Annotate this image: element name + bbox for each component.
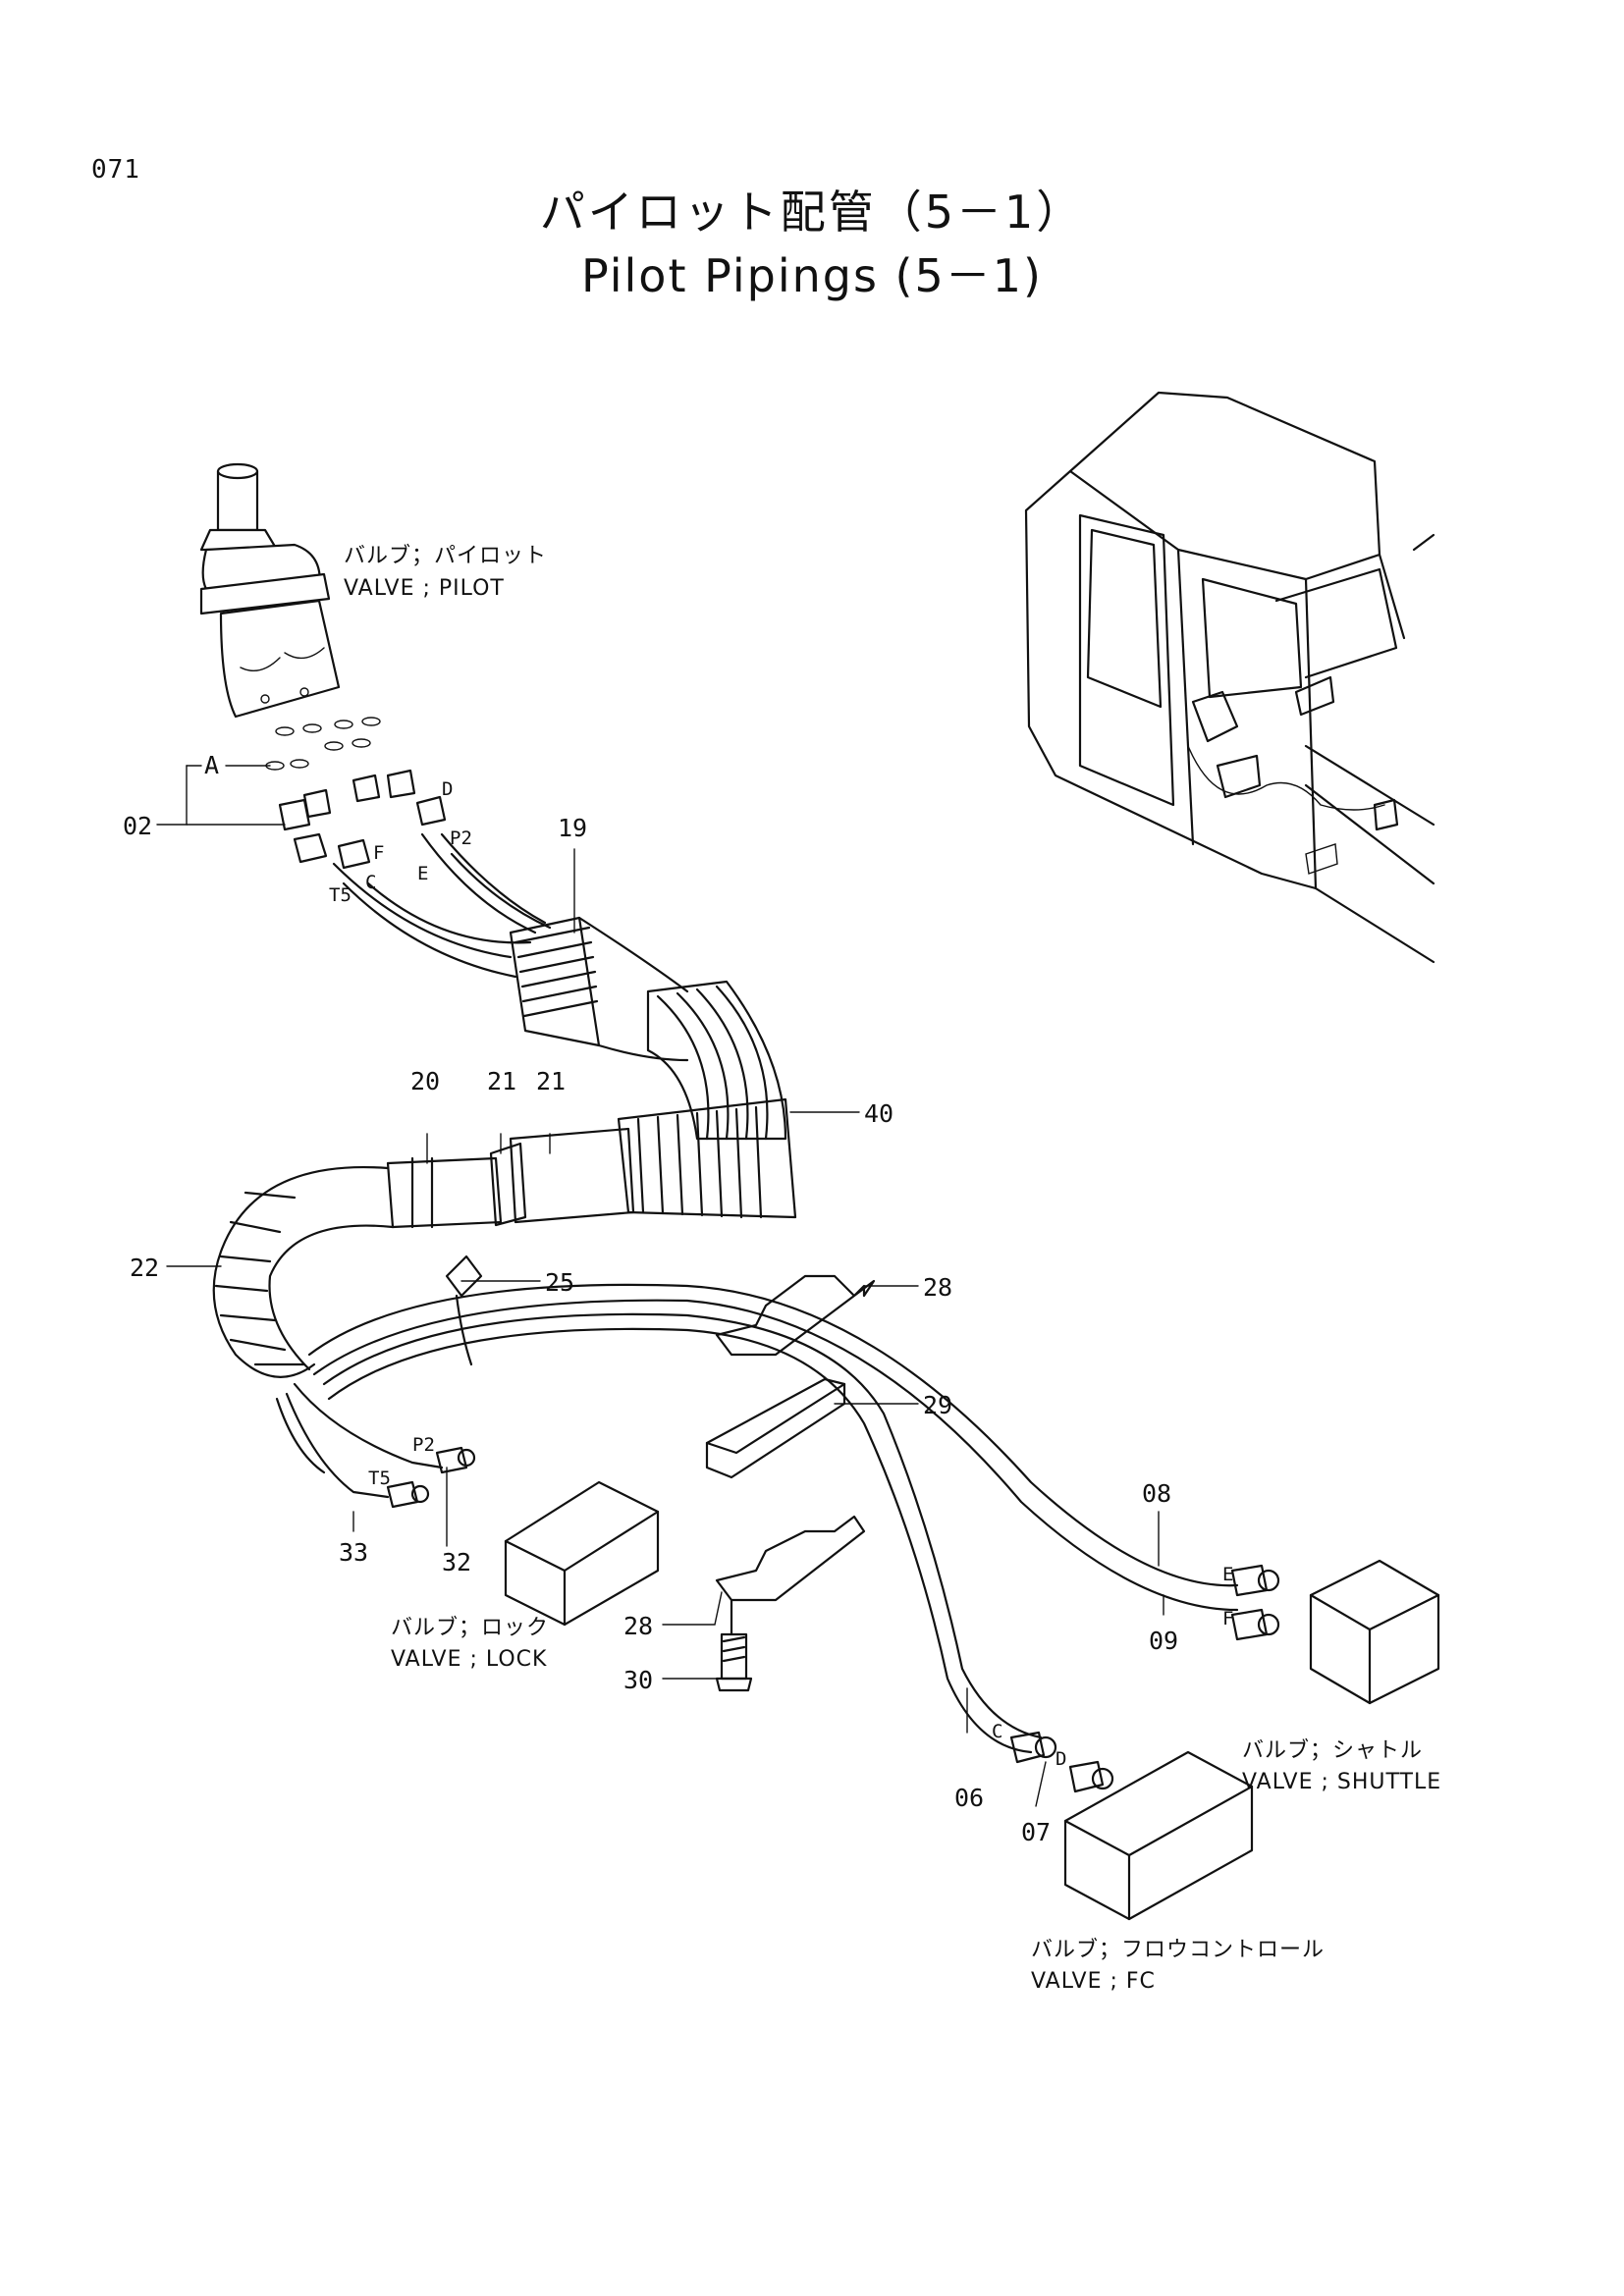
- caption-lock-en: VALVE ; LOCK: [391, 1647, 547, 1672]
- callout-A: A: [204, 751, 219, 779]
- bolt: [715, 1598, 753, 1692]
- fittings-fc: [1009, 1731, 1114, 1793]
- fc-valve-block: [1063, 1750, 1254, 1921]
- port-E-right: E: [1222, 1564, 1233, 1585]
- port-C-lower: C: [992, 1721, 1002, 1742]
- port-P2-lower: P2: [412, 1434, 435, 1456]
- callout-32: 32: [442, 1548, 471, 1576]
- port-labels: D P2 F E C T5 P2 T5 E F C D: [329, 778, 1233, 1770]
- port-P2: P2: [450, 828, 472, 849]
- adapter-fittings: [278, 769, 447, 870]
- callout-22: 22: [130, 1254, 159, 1282]
- callout-28-upper: 28: [923, 1273, 952, 1302]
- caption-pilot-jp: バルブ；パイロット: [344, 544, 547, 568]
- callout-21a: 21: [487, 1067, 516, 1095]
- port-E: E: [417, 863, 428, 884]
- clamp-upper: [715, 1274, 876, 1357]
- title-english: Pilot Pipings (5－1): [581, 249, 1043, 302]
- callout-07: 07: [1021, 1818, 1051, 1846]
- shuttle-valve-block: [1309, 1559, 1440, 1705]
- o-rings: [265, 717, 381, 771]
- caption-pilot-en: VALVE ; PILOT: [344, 576, 505, 601]
- callout-02: 02: [123, 812, 152, 840]
- cab-illustration: [1024, 391, 1435, 964]
- hose-bundle-lower: [275, 1283, 1239, 1754]
- callout-33: 33: [339, 1538, 368, 1567]
- callout-08: 08: [1142, 1479, 1171, 1508]
- spiral-wrap: [212, 1166, 395, 1378]
- caption-shuttle-jp: バルブ；シャトル: [1242, 1738, 1423, 1763]
- page-number: 071: [91, 155, 140, 185]
- callout-40: 40: [864, 1099, 893, 1128]
- port-D: D: [442, 778, 453, 800]
- callout-21b: 21: [536, 1067, 566, 1095]
- port-F: F: [373, 842, 384, 864]
- fittings-shuttle: [1230, 1564, 1280, 1641]
- port-T5: T5: [329, 884, 352, 906]
- lock-valve-block: [504, 1480, 660, 1627]
- caption-lock-jp: バルブ；ロック: [391, 1616, 549, 1640]
- callout-09: 09: [1149, 1627, 1178, 1655]
- port-D-lower: D: [1056, 1748, 1066, 1770]
- clip-25: [445, 1255, 483, 1366]
- clamp-lower: [715, 1515, 866, 1602]
- leader-lines: [156, 765, 1164, 1807]
- callout-30: 30: [623, 1666, 653, 1694]
- protective-sleeve: [386, 916, 797, 1229]
- callout-20: 20: [410, 1067, 440, 1095]
- callout-28-lower: 28: [623, 1612, 653, 1640]
- caption-shuttle-en: VALVE ; SHUTTLE: [1242, 1770, 1441, 1794]
- caption-fc-en: VALVE ; FC: [1031, 1969, 1156, 1994]
- bracket: [705, 1377, 846, 1479]
- port-T5-lower: T5: [368, 1468, 391, 1489]
- component-captions: バルブ；パイロット VALVE ; PILOT バルブ；ロック VALVE ; …: [344, 544, 1441, 1994]
- port-F-right: F: [1222, 1608, 1233, 1629]
- port-C: C: [365, 872, 376, 893]
- pilot-valve-drawing: [199, 462, 341, 719]
- callout-19: 19: [558, 814, 587, 842]
- callout-29: 29: [923, 1391, 952, 1419]
- caption-fc-jp: バルブ；フロウコントロール: [1031, 1938, 1325, 1962]
- fittings-lock: [386, 1446, 476, 1509]
- callout-labels: 02 A 19 20 21 21 40 22 25 28 29 28 30 33…: [123, 751, 1178, 1846]
- hose-bundle-upper: [332, 832, 552, 979]
- callout-25: 25: [545, 1268, 574, 1297]
- title-japanese: パイロット配管（5－1）: [539, 186, 1085, 239]
- callout-06: 06: [954, 1784, 984, 1812]
